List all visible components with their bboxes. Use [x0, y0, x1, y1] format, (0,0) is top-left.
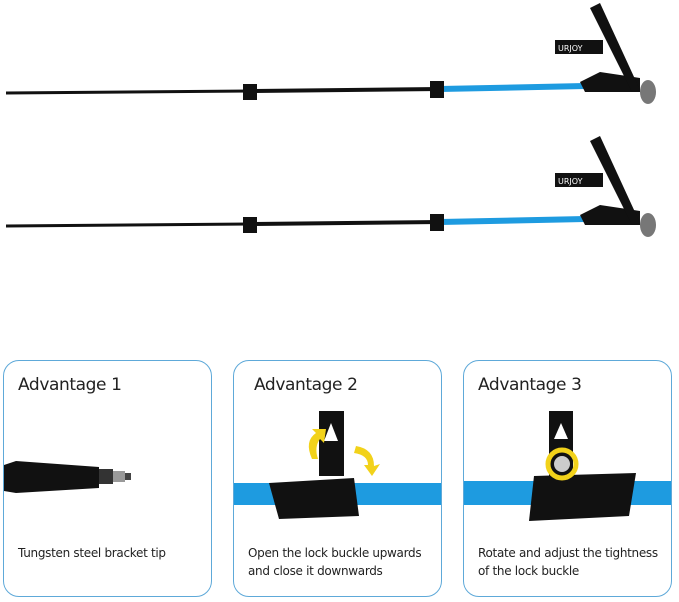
arrow-down-icon [354, 446, 380, 476]
advantage-description: Open the lock buckle upwards and close i… [248, 546, 422, 578]
advantage-panel-3: Advantage 3 Rotate and adjust the tightn… [463, 360, 672, 597]
advantage-title: Advantage 1 [18, 375, 122, 395]
tip-image [4, 461, 131, 493]
lock-buckle-open-image [234, 411, 441, 519]
arrow-up-icon [308, 429, 326, 459]
advantage-description: Rotate and adjust the tightness of the l… [478, 546, 658, 578]
trekking-poles-image: URJOY URJOY [5, 3, 656, 237]
advantage-panel-1: Advantage 1 Tungsten steel bracket tip [3, 360, 212, 597]
advantage-title: Advantage 3 [478, 375, 582, 395]
advantage-description: Tungsten steel bracket tip [18, 546, 166, 560]
advantage-panel-2: Advantage 2 Open the lock buckle upwards… [233, 360, 442, 597]
brand-mark: URJOY [558, 177, 583, 186]
brand-mark: URJOY [558, 44, 583, 53]
trekking-pole-top: URJOY [5, 3, 656, 104]
advantage-title: Advantage 2 [254, 375, 358, 395]
rotate-arrow-icon [545, 447, 579, 481]
trekking-pole-bottom: URJOY [5, 136, 656, 237]
lock-buckle-rotate-image [464, 411, 671, 521]
